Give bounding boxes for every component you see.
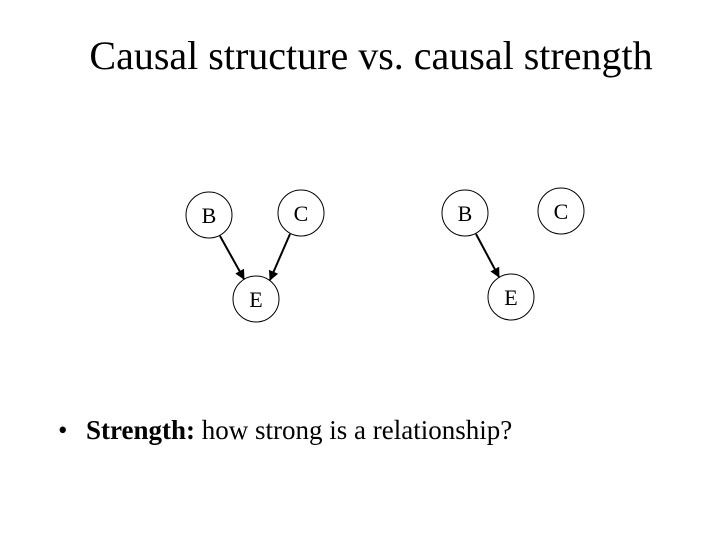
node-c-right-label: C [554,199,569,224]
node-b-right [441,189,489,237]
diagram-left: B C E [185,189,325,323]
bullet-text: how strong is a relationship? [195,415,513,445]
edge-c-to-e-left [269,233,291,281]
node-c-left [277,189,325,237]
slide-title: Causal structure vs. causal strength [89,33,653,78]
node-b-left-label: B [202,203,217,228]
bullet-term: Strength: [86,415,196,445]
node-e-left [232,275,280,323]
bullet-marker: • [58,415,68,445]
edge-b-to-e-right [475,233,500,278]
node-e-left-label: E [249,287,262,312]
node-e-right-label: E [504,285,517,310]
node-c-left-label: C [294,201,309,226]
edge-b-to-e-left [219,235,245,280]
node-c-right [537,187,585,235]
bullet-strength: • Strength: how strong is a relationship? [58,415,512,446]
diagram-right: B C E [441,187,585,321]
node-b-left [185,191,233,239]
node-b-right-label: B [458,201,473,226]
node-e-right [487,273,535,321]
